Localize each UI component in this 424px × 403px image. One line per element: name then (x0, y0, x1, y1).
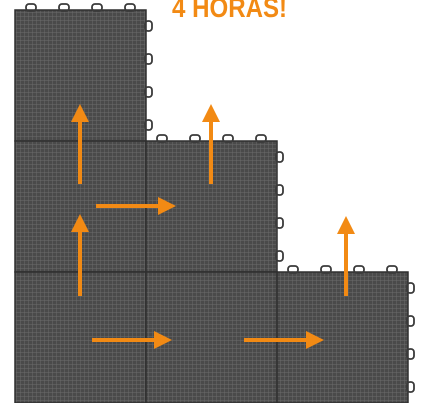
arrow-head (202, 104, 220, 122)
tiles-layer (15, 4, 414, 403)
arrow-head (337, 216, 355, 234)
floor-tile-surface (277, 272, 408, 403)
